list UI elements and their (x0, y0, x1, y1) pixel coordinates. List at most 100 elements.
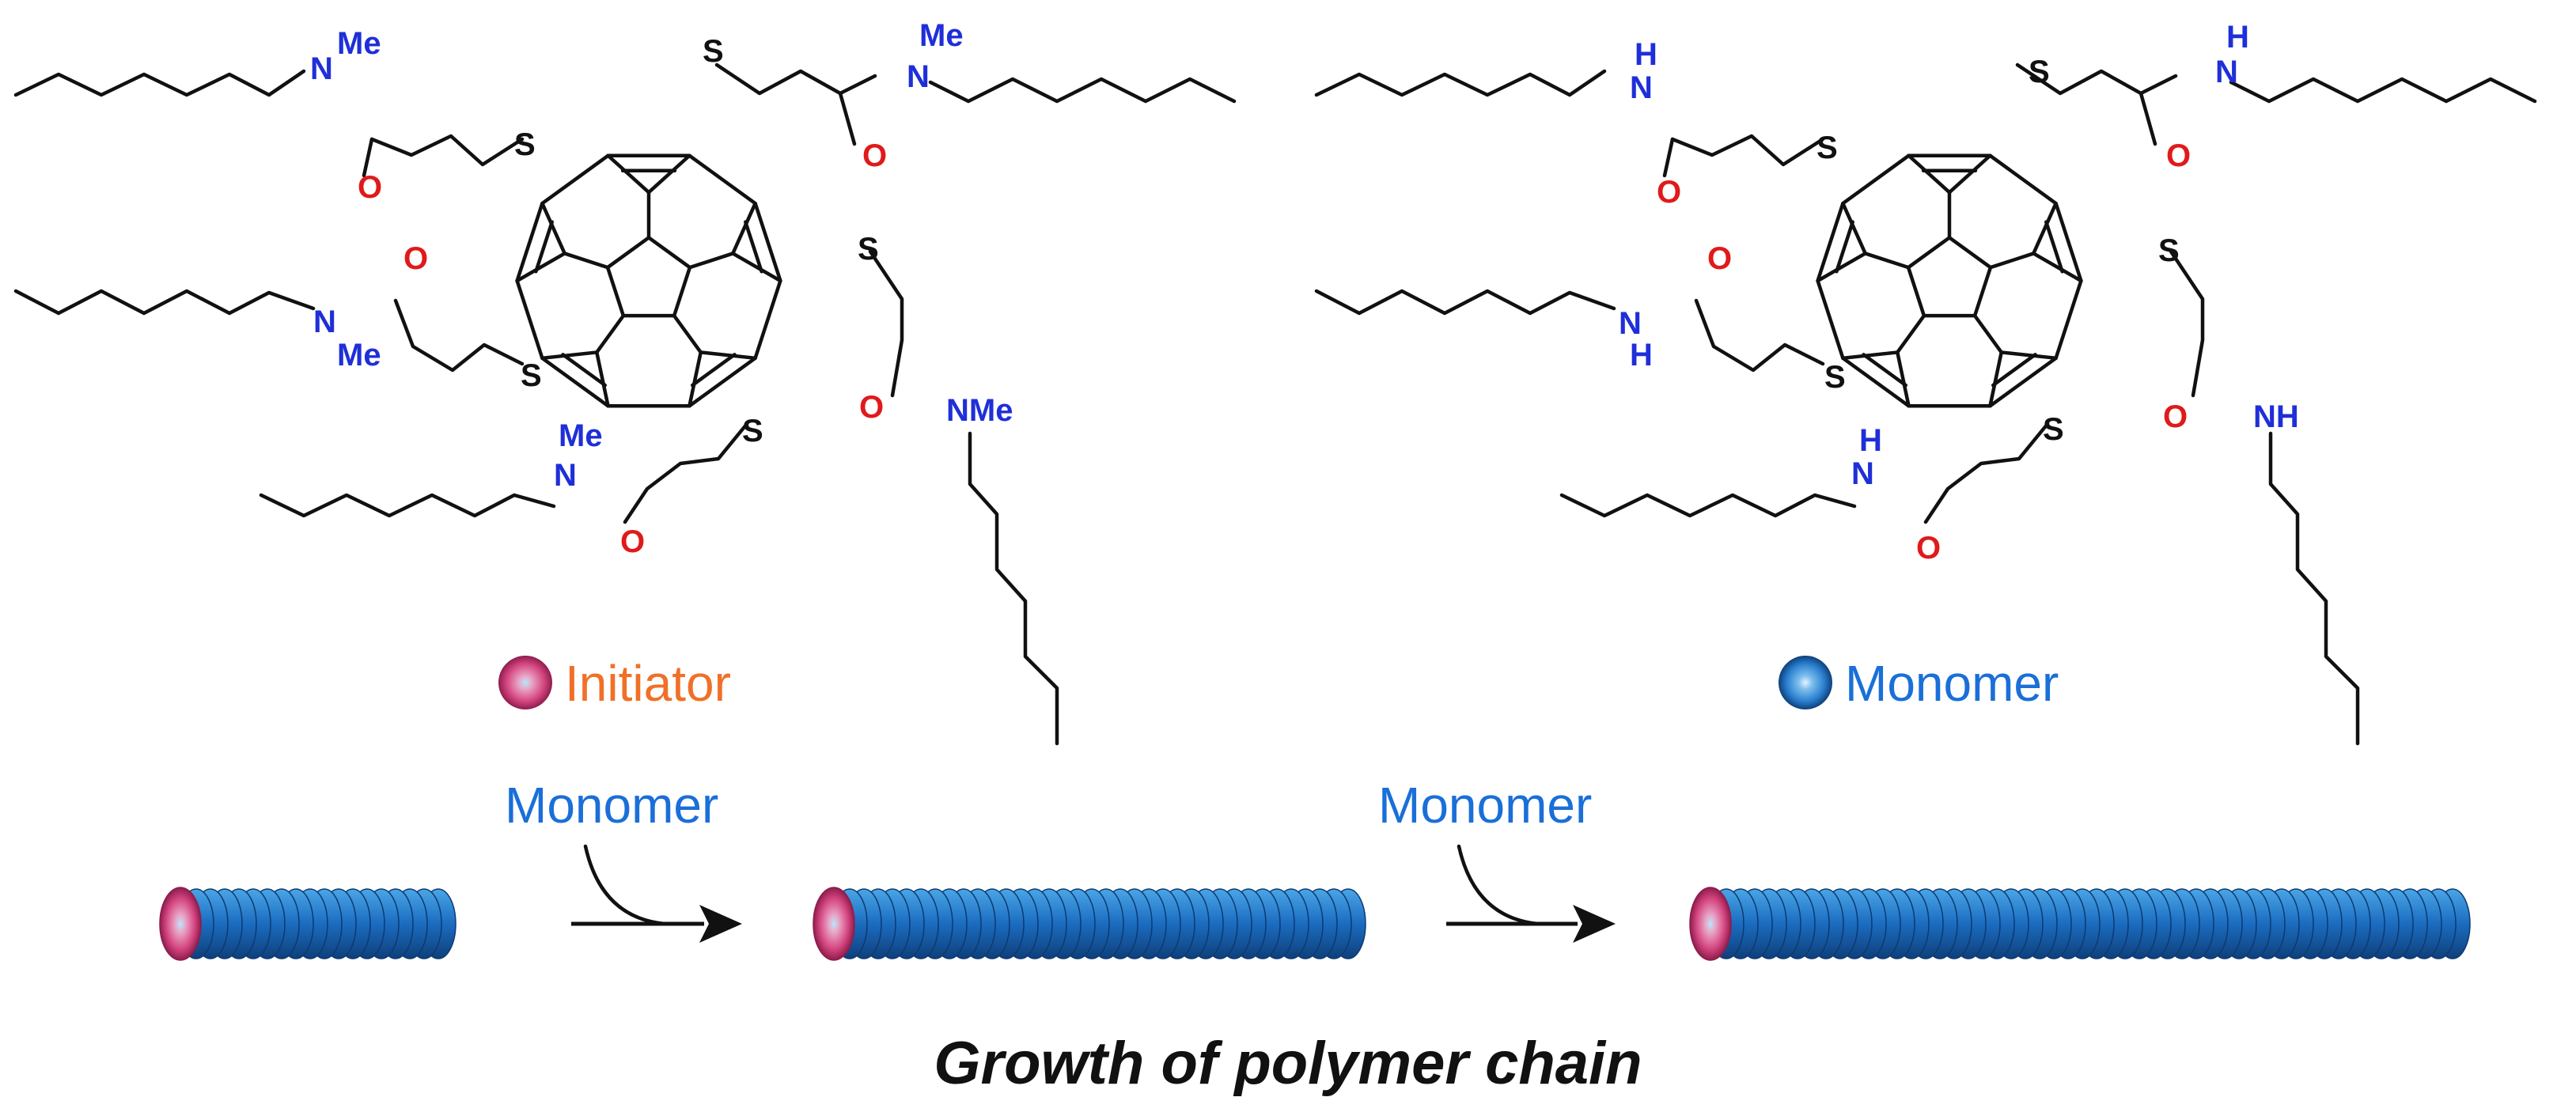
double-bond (1991, 353, 2037, 388)
initiator-disc (159, 887, 202, 961)
spoke-bond (688, 252, 735, 270)
oxygen-atom: O (862, 138, 887, 173)
ring-bond (1907, 153, 1952, 195)
sulfur-atom: S (858, 232, 879, 267)
alkyl-chain-bond (2015, 62, 2178, 96)
nitrogen-atom: N (310, 51, 333, 86)
alkyl-chain-bond (1314, 289, 1616, 316)
hydrogen-atom: H (1630, 338, 1653, 373)
thioether-arms (13, 62, 1237, 746)
nitrogen-atom: N (1851, 456, 1874, 491)
methyl-group: Me (337, 338, 381, 373)
alkyl-chain-bond (259, 493, 556, 518)
nitrogen-atom: N (313, 305, 336, 339)
oxygen-atom: O (1707, 241, 1732, 276)
arrow-label: Monomer (1378, 777, 1592, 834)
rim-bond (688, 153, 757, 206)
alkyl-chain-bond (2268, 431, 2360, 746)
ring-bond (731, 201, 757, 255)
nitrogen-methyl-group: NMe (946, 393, 1013, 428)
curved-arrow-tail (1457, 844, 1540, 926)
polymer-chain (1689, 887, 2471, 961)
rim-bond (540, 153, 610, 206)
rim-bond (1988, 153, 2058, 206)
rim-bond (1841, 356, 1911, 408)
polymer-chain (813, 887, 1366, 961)
sulfur-atom: S (2043, 412, 2064, 447)
sulfur-atom: S (521, 358, 542, 393)
alkyl-chain-bond (362, 137, 374, 178)
ring-bond (2032, 201, 2058, 255)
ring-bond (595, 350, 610, 408)
scheme-caption: Growth of polymer chain (934, 1030, 1642, 1097)
nitrogen-atom: N (907, 59, 930, 94)
oxygen-atom: O (358, 170, 382, 205)
nitrogen-hydrogen-group: NH (2253, 399, 2299, 434)
methyl-group: Me (919, 18, 964, 53)
sulfur-atom: S (703, 34, 724, 69)
alkyl-chain-bond (13, 289, 316, 316)
monomer-disc-icon (1779, 656, 1832, 709)
nitrogen-atom: N (554, 458, 577, 493)
rim-bond (515, 201, 544, 283)
alkyl-chain-bond (968, 431, 1059, 746)
double-bond (561, 353, 608, 388)
oxygen-atom: O (1657, 175, 1681, 210)
initiator-disc-icon (498, 656, 552, 709)
spoke-bond (672, 313, 703, 354)
thioether-arms (1314, 62, 2537, 746)
oxygen-atom: O (859, 390, 884, 425)
spoke-bond (1972, 313, 2003, 354)
ring-bond (2032, 252, 2083, 283)
initiator-molecule: S S S S S N Me O N Me O O N Me O NMe Me … (13, 18, 1237, 746)
sulfur-atom: S (1824, 360, 1846, 395)
alkyl-chain-bond (1670, 134, 1825, 167)
hydrogen-atom: H (1635, 37, 1657, 72)
nitrogen-atom: N (2215, 55, 2238, 89)
arrow-label: Monomer (505, 777, 718, 834)
rim-bond (2054, 278, 2083, 361)
hydrogen-atom: H (1859, 423, 1882, 458)
inner-pentagon-bond (605, 236, 692, 318)
alkyl-chain-bond (928, 77, 1237, 104)
ring-bond (1841, 350, 1900, 361)
ring-bond (1988, 350, 2003, 408)
methyl-group: Me (559, 418, 603, 453)
rim-bond (540, 356, 610, 408)
double-bond (690, 353, 737, 388)
nitrogen-atom: N (1619, 306, 1642, 341)
oxygen-atom: O (403, 241, 428, 276)
monomer-molecule: S S S S S H N O H N O O N H O NH H N O (1314, 20, 2537, 746)
rim-bond (753, 201, 782, 283)
rim-bond (1841, 153, 1911, 206)
alkyl-chain-bond (2229, 77, 2537, 104)
sulfur-atom: S (2029, 55, 2050, 89)
ring-bond (540, 350, 599, 361)
polymer-chains (159, 887, 2471, 961)
rim-bond (2054, 201, 2083, 283)
ring-bond (1896, 350, 1911, 408)
rim-bond (1816, 278, 1845, 361)
alkyl-chain-bond (2169, 249, 2205, 398)
ring-bond (606, 153, 651, 195)
corannulene-core (1816, 153, 2083, 408)
rim-bond (753, 278, 782, 361)
monomer-label: Monomer (1845, 655, 2059, 712)
alkyl-chain-bond (1662, 137, 1675, 178)
spoke-bond (595, 313, 626, 354)
corannulene-core (515, 153, 782, 408)
inner-pentagon-bond (1906, 236, 1993, 318)
monomer-legend: Monomer (1779, 655, 2059, 712)
alkyl-chain-bond (623, 422, 749, 524)
ring-bond (646, 153, 691, 195)
initiator-disc (1689, 887, 1732, 961)
ring-bond (540, 201, 566, 255)
spoke-bond (1896, 313, 1926, 354)
ring-bond (1841, 201, 1867, 255)
rim-bond (1816, 201, 1845, 283)
alkyl-chain-bond (714, 62, 877, 96)
alkyl-chain-bond (868, 249, 904, 398)
oxygen-atom: O (2163, 399, 2188, 434)
ring-bond (688, 350, 703, 408)
